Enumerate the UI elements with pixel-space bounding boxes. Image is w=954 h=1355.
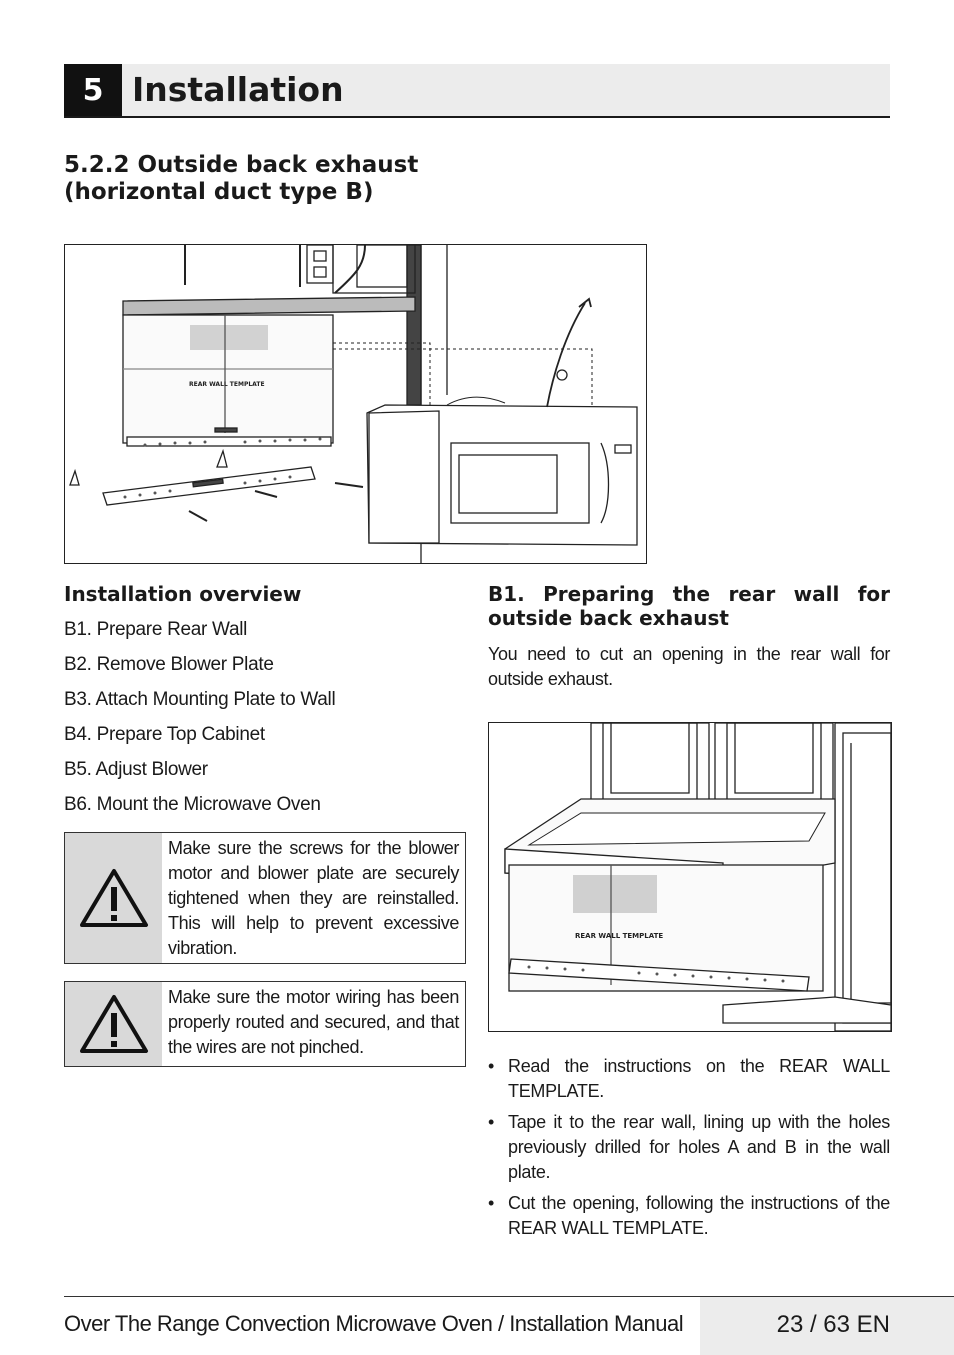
overview-step: B5. Adjust Blower (64, 759, 208, 780)
overview-steps-list: B1. Prepare Rear Wall B2. Remove Blower … (64, 616, 336, 826)
rear-wall-illustration: REAR WALL TEMPLATE (504, 723, 891, 1031)
warning-triangle-icon (79, 995, 148, 1053)
template-label-1: REAR WALL TEMPLATE (189, 381, 265, 388)
installation-overview-figure: REAR WALL TEMPLATE (64, 244, 647, 564)
section-title: 5.2.2 Outside back exhaust (horizontal d… (64, 152, 484, 206)
warning-icon-cell (65, 833, 162, 963)
page-number-box: 23 / 63 EN (700, 1297, 954, 1355)
overview-step: B3. Attach Mounting Plate to Wall (64, 689, 336, 710)
bullet-item: Tape it to the rear wall, lining up with… (488, 1110, 890, 1185)
installation-illustration: REAR WALL TEMPLATE (69, 245, 638, 563)
footer-title: Over The Range Convection Microwave Oven… (64, 1311, 684, 1336)
overview-step: B1. Prepare Rear Wall (64, 619, 248, 640)
overview-step: B6. Mount the Microwave Oven (64, 794, 321, 815)
warning-icon-cell (65, 982, 162, 1066)
warning-triangle-icon (79, 869, 148, 927)
rear-wall-template-figure: REAR WALL TEMPLATE (488, 722, 892, 1032)
b1-heading: B1. Preparing the rear wall for outside … (488, 582, 890, 630)
overview-heading: Installation overview (64, 582, 302, 606)
warning-box: Make sure the motor wiring has been prop… (64, 981, 466, 1067)
b1-intro: You need to cut an opening in the rear w… (488, 644, 890, 689)
warning-box: Make sure the screws for the blower moto… (64, 832, 466, 964)
warning-text: Make sure the motor wiring has been prop… (168, 987, 459, 1057)
section-title-line1: 5.2.2 Outside back exhaust (64, 152, 419, 178)
section-title-line2: (horizontal duct type B) (64, 179, 374, 205)
template-label-2: REAR WALL TEMPLATE (575, 932, 663, 940)
chapter-header: 5 Installation (64, 64, 890, 118)
overview-step: B4. Prepare Top Cabinet (64, 724, 265, 745)
page-number: 23 / 63 EN (776, 1311, 890, 1338)
page-footer: Over The Range Convection Microwave Oven… (64, 1296, 954, 1355)
warning-text: Make sure the screws for the blower moto… (168, 838, 459, 958)
bullet-item: Cut the opening, following the instructi… (488, 1191, 890, 1241)
bullet-item: Read the instructions on the REAR WALL T… (488, 1054, 890, 1104)
overview-step: B2. Remove Blower Plate (64, 654, 274, 675)
chapter-number: 5 (64, 64, 122, 116)
b1-bullet-list: Read the instructions on the REAR WALL T… (488, 1054, 890, 1247)
chapter-title: Installation (132, 70, 344, 109)
